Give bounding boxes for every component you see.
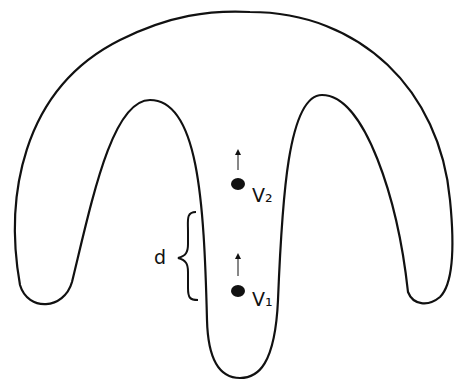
point-v1 — [231, 285, 245, 297]
velocity-arrow — [238, 152, 239, 170]
distance-label: d — [154, 248, 166, 267]
point-v2 — [231, 178, 245, 190]
point-label: V₂ — [252, 186, 273, 205]
distance-brace — [178, 212, 198, 300]
velocity-arrow — [238, 256, 239, 276]
organ-outline — [15, 12, 452, 378]
point-label: V₁ — [252, 290, 273, 309]
